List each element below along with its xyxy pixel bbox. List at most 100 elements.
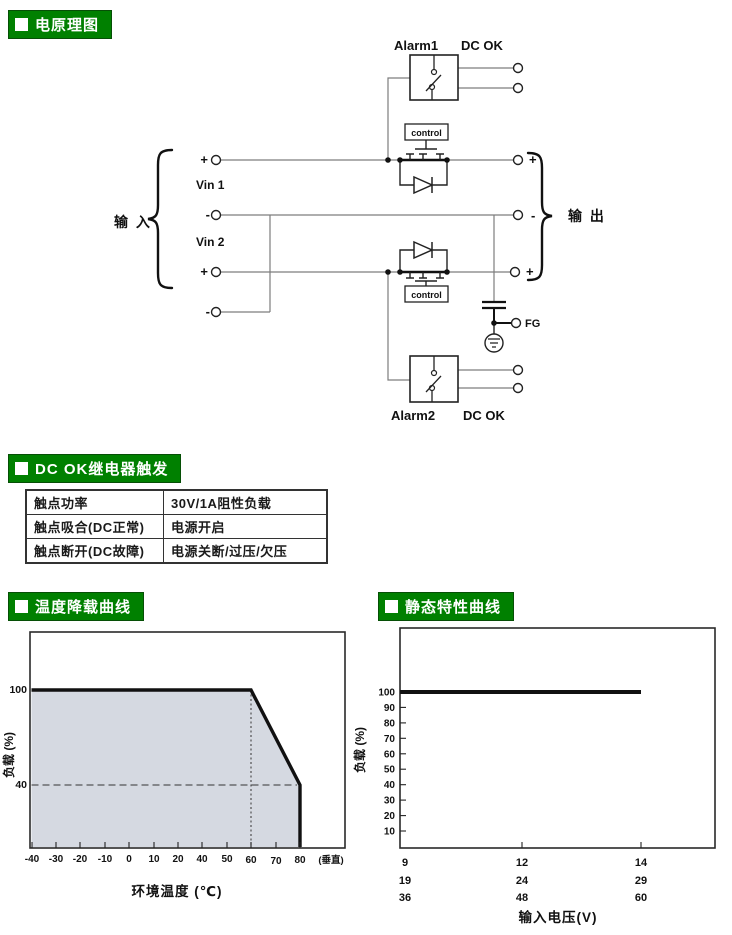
x-tick: 36 [399, 892, 411, 904]
derating-chart: -40 -30 -20 -10 0 10 20 40 50 60 70 80 (… [1, 631, 346, 899]
capacitor [482, 300, 511, 324]
y-axis-title: 负载 (%) [352, 727, 367, 773]
relay-row-value: 电源关断/过压/欠压 [163, 538, 328, 564]
y-tick: 30 [384, 796, 396, 807]
control-block-lower: control [399, 240, 449, 303]
section-header-schematic: 电原理图 [8, 10, 113, 39]
x-tick: 60 [245, 855, 257, 866]
x-tick: 40 [196, 854, 208, 865]
power-circuit-schematic: Alarm1 DC OK control [114, 38, 606, 423]
in1-plus-sign: + [200, 152, 208, 167]
dc-ok-relay-table: 触点功率 30V/1A阻性负载 触点吸合(DC正常) 电源开启 触点断开(DC故… [25, 489, 328, 564]
vin2-label: Vin 2 [196, 235, 225, 249]
alarm1-label: Alarm1 [394, 38, 438, 53]
x-tick-labels: -40 -30 -20 -10 0 10 20 40 50 60 70 80 (… [25, 854, 344, 867]
out1-plus-sign: + [529, 152, 537, 167]
y-tick: 10 [384, 827, 396, 838]
section-header-relay: DC OK继电器触发 [8, 454, 182, 483]
x-tick-marks [521, 842, 642, 848]
control-block-upper: control [399, 123, 449, 195]
table-row: 触点吸合(DC正常) 电源开启 [25, 514, 328, 539]
y-tick: 20 [384, 811, 396, 822]
x-tick: -10 [98, 854, 113, 865]
x-tick: 60 [635, 892, 647, 904]
alarm2-label: Alarm2 [391, 408, 435, 423]
relay-row-label: 触点断开(DC故障) [25, 538, 164, 564]
input-brace [147, 148, 174, 290]
x-tick: 70 [270, 856, 282, 867]
section-header-static-curve: 静态特性曲线 [378, 592, 515, 621]
x-tick: 12 [516, 857, 528, 869]
section-title: DC OK继电器触发 [35, 461, 169, 478]
x-tick: -30 [49, 854, 64, 865]
x-tick: 48 [516, 892, 528, 904]
section-title: 温度降载曲线 [35, 599, 132, 616]
output-label: 输 出 [568, 208, 606, 224]
junction-dots [385, 157, 497, 326]
out-minus-sign: - [531, 208, 535, 223]
y-tick: 100 [378, 688, 395, 699]
output-brace [526, 151, 553, 282]
y-tick-100: 100 [9, 684, 27, 696]
out2-plus-sign: + [526, 264, 534, 279]
table-row: 触点断开(DC故障) 电源关断/过压/欠压 [25, 538, 328, 564]
y-tick: 60 [384, 749, 396, 760]
vin1-label: Vin 1 [196, 178, 225, 192]
earth-ground-icon [484, 323, 504, 353]
relay-row-value: 电源开启 [163, 514, 328, 539]
control-upper-label: control [411, 128, 442, 138]
x-tick-marks [31, 842, 301, 848]
fg-terminal [510, 317, 522, 329]
plot-frame [399, 627, 716, 849]
x-tick: -20 [73, 854, 88, 865]
plot-frame [29, 631, 346, 849]
y-tick: 50 [384, 765, 396, 776]
y-tick: 70 [384, 734, 396, 745]
derating-area [31, 690, 300, 847]
x-axis-note: (垂直) [318, 854, 343, 866]
x-tick: 50 [221, 854, 233, 865]
x-tick: 14 [635, 857, 648, 869]
x-tick: 9 [402, 857, 408, 869]
in2-plus-sign: + [200, 264, 208, 279]
relay-row-label: 触点功率 [25, 489, 164, 515]
y-tick: 40 [384, 780, 396, 791]
derating-curve [31, 688, 302, 847]
header-square-icon [385, 600, 398, 613]
alarm2-dcok-label: DC OK [463, 408, 506, 423]
y-tick: 90 [384, 703, 396, 714]
y-axis-title: 负载 (%) [1, 732, 16, 778]
alarm1-relay [409, 54, 459, 101]
section-header-derating: 温度降载曲线 [8, 592, 145, 621]
section-title: 静态特性曲线 [405, 599, 502, 616]
in2-minus-sign: - [206, 304, 210, 319]
table-row: 触点功率 30V/1A阻性负载 [25, 489, 328, 515]
x-axis-title: 输入电压(V) [519, 909, 598, 925]
output-terminals [509, 62, 524, 394]
static-curve-chart: 100 90 80 70 60 50 40 30 20 10 9 12 14 1… [352, 627, 716, 925]
x-tick-labels: 9 12 14 19 24 29 36 48 60 [399, 857, 648, 904]
header-square-icon [15, 462, 28, 475]
fg-label: FG [525, 318, 540, 330]
x-axis-title: 环境温度 (℃) [131, 883, 222, 899]
x-tick: 0 [126, 854, 132, 865]
alarm1-dcok-label: DC OK [461, 38, 504, 53]
header-square-icon [15, 18, 28, 31]
relay-row-value: 30V/1A阻性负载 [163, 489, 328, 515]
y-tick-marks [400, 691, 406, 832]
x-tick: 29 [635, 875, 647, 887]
wires [221, 67, 513, 389]
header-square-icon [15, 600, 28, 613]
control-lower-label: control [411, 290, 442, 300]
y-tick-labels: 100 90 80 70 60 50 40 30 20 10 [378, 688, 395, 838]
section-title: 电原理图 [35, 17, 100, 34]
y-tick-40: 40 [15, 779, 27, 791]
x-tick: 80 [294, 855, 306, 866]
x-tick: -40 [25, 854, 40, 865]
y-tick: 80 [384, 718, 396, 729]
in1-minus-sign: - [206, 207, 210, 222]
x-tick: 20 [172, 854, 184, 865]
relay-row-label: 触点吸合(DC正常) [25, 514, 164, 539]
alarm2-relay [409, 355, 459, 403]
